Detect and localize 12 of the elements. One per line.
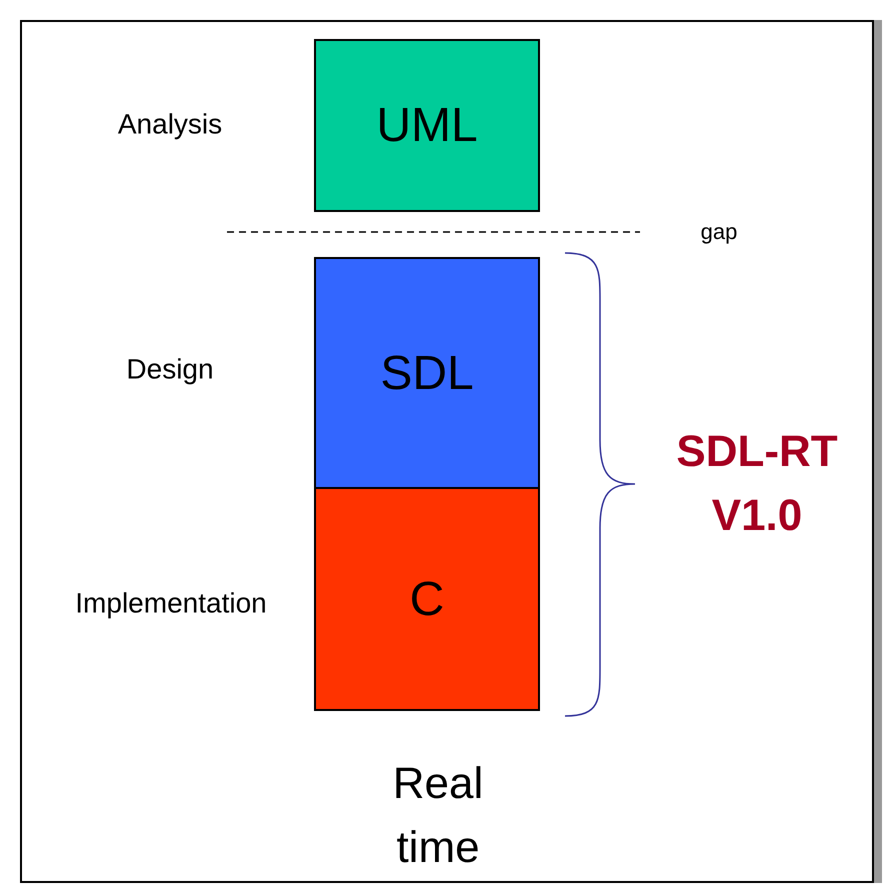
box-label: UML xyxy=(376,98,478,153)
language-box xyxy=(314,39,540,212)
stage-label: Implementation xyxy=(75,586,267,621)
language-box xyxy=(314,257,540,489)
gap-label: gap xyxy=(700,218,738,246)
box-label: SDL xyxy=(380,346,474,400)
standard-label: SDL-RT V1.0 xyxy=(675,426,839,542)
box-label: C xyxy=(410,572,444,626)
stage-label: Design xyxy=(126,352,214,387)
caption-label: Real time xyxy=(392,758,484,874)
language-box xyxy=(314,487,540,711)
stage-label: Analysis xyxy=(118,108,222,142)
